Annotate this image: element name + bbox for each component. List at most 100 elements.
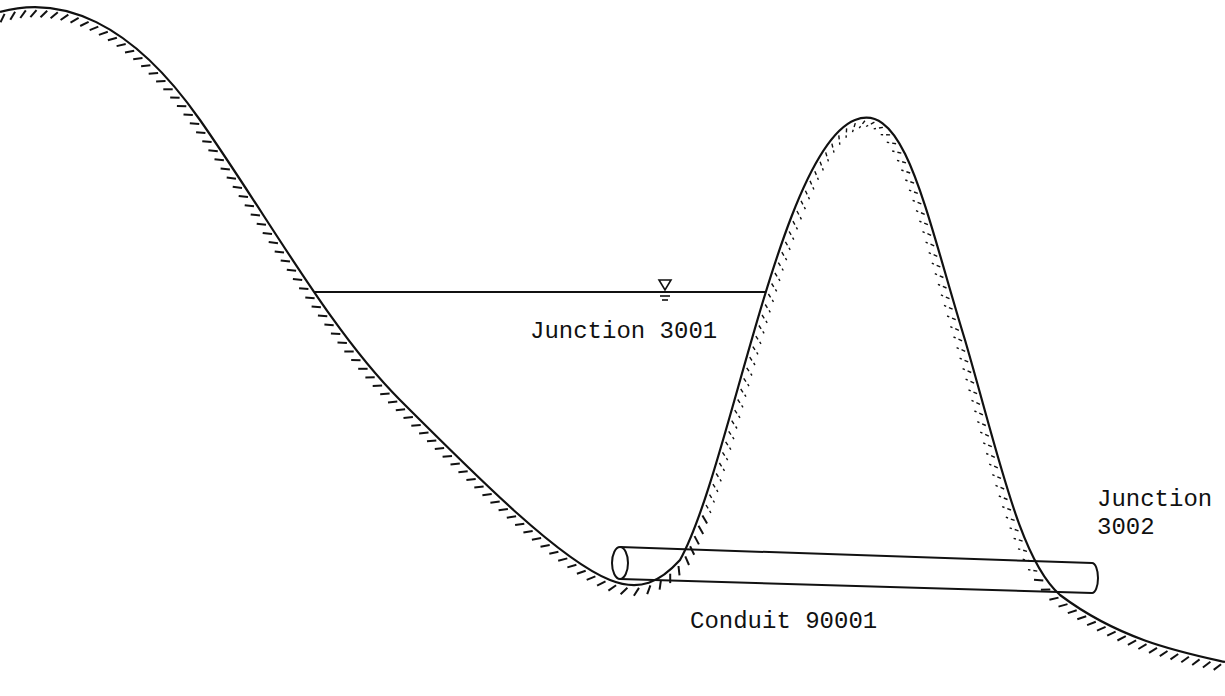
ground-hatch [411,424,420,427]
ground-hatch [621,588,628,595]
ground-hatch [969,390,978,394]
ground-hatch [901,170,910,173]
ground-hatch [716,474,721,482]
ground-hatch [826,152,829,161]
ground-hatch [772,284,777,292]
ground-hatch [916,211,925,215]
ground-hatch [365,376,374,378]
ground-hatch [141,65,150,66]
ground-hatch [735,410,740,418]
ground-hatch [1192,659,1199,665]
ground-hatch [156,80,165,82]
ground-hatch [10,12,15,20]
ground-hatch [909,190,918,193]
ground-hatch [747,368,752,376]
ground-hatch [435,448,444,449]
ground-hatch [881,134,890,136]
ground-hatch [950,327,959,331]
ground-hatch [215,159,224,160]
ground-hatch [1,14,5,22]
ground-hatch [404,416,413,419]
ground-hatch [458,471,467,472]
ground-hatch [744,378,749,386]
ground-hatch [1002,507,1011,510]
ground-hatch [1028,570,1037,572]
ground-hatch [839,135,840,144]
water-level-symbol [659,280,671,300]
ground-hatch [61,15,69,20]
ground-hatch [972,400,981,404]
ground-hatch [20,10,26,18]
ground-hatch [577,571,586,574]
ground-hatch [1049,598,1058,600]
ground-hatch [1041,588,1050,590]
ground-hatch [344,350,353,352]
ground-hatch [977,422,986,426]
ground-hatch [1097,627,1106,631]
ground-hatch [523,531,532,533]
ground-hatch [305,296,314,299]
ground-hatch [163,88,172,90]
conduit-pipe [612,547,1098,593]
ground-hatch [699,526,704,534]
ground-hatch [750,357,755,365]
ground-hatch [859,121,865,128]
ground-hatch [275,251,284,252]
ground-hatch [797,211,802,219]
ground-hatch [263,233,272,234]
ground-hatch [690,546,694,555]
ground-hatch [805,191,809,200]
ground-hatch [768,294,773,302]
ground-hatch [1138,644,1146,649]
ground-hatch [887,142,896,143]
ground-hatch [963,369,972,373]
ground-hatch [947,316,956,320]
ground-hatch [938,284,947,288]
junction-label: Junction 3002 [1097,486,1219,541]
ground-hatch [532,538,541,540]
ground-hatch [80,22,88,26]
ground-hatch [318,315,327,318]
ground-hatch [832,144,834,153]
ground-hatch [499,509,508,510]
ground-hatch [549,552,558,554]
ground-profile [0,7,1225,662]
ground-hatch [451,464,460,465]
ground-hatch [905,180,914,183]
ground-hatch [892,151,901,153]
ground-hatch [723,452,728,460]
ground-hatch [351,359,360,361]
ground-hatch [202,140,211,143]
ground-hatch [338,342,347,344]
ground-hatch [913,200,922,203]
ground-hatch [729,431,734,439]
ground-hatch [149,72,158,75]
ground-hatch [245,205,254,206]
ground-hatch [1018,549,1027,552]
ground-hatch [756,336,761,344]
ground-hatch [944,305,953,309]
ground-hatch [960,358,969,362]
water-surface [314,291,766,293]
ground-hatch [935,274,944,278]
ground-hatch [726,442,731,450]
ground-hatch [1034,579,1043,582]
ground-hatch [51,12,58,18]
ground-hatch [1010,528,1019,531]
ground-hatch [1077,616,1086,619]
ground-hatch [293,279,302,280]
ground-hatch [782,252,787,260]
ground-hatch [759,326,764,334]
ground-hatch [785,242,790,250]
ground-hatch [706,505,711,513]
ground-hatch [608,585,616,590]
ground-hatch [1014,538,1023,541]
ground-hatch [125,51,134,53]
ground-hatch [866,122,874,126]
ground-hatch [1203,662,1211,668]
ground-hatch [999,496,1008,500]
ground-hatch [108,38,117,41]
ground-hatch [820,162,823,171]
ground-hatch [1128,640,1136,645]
